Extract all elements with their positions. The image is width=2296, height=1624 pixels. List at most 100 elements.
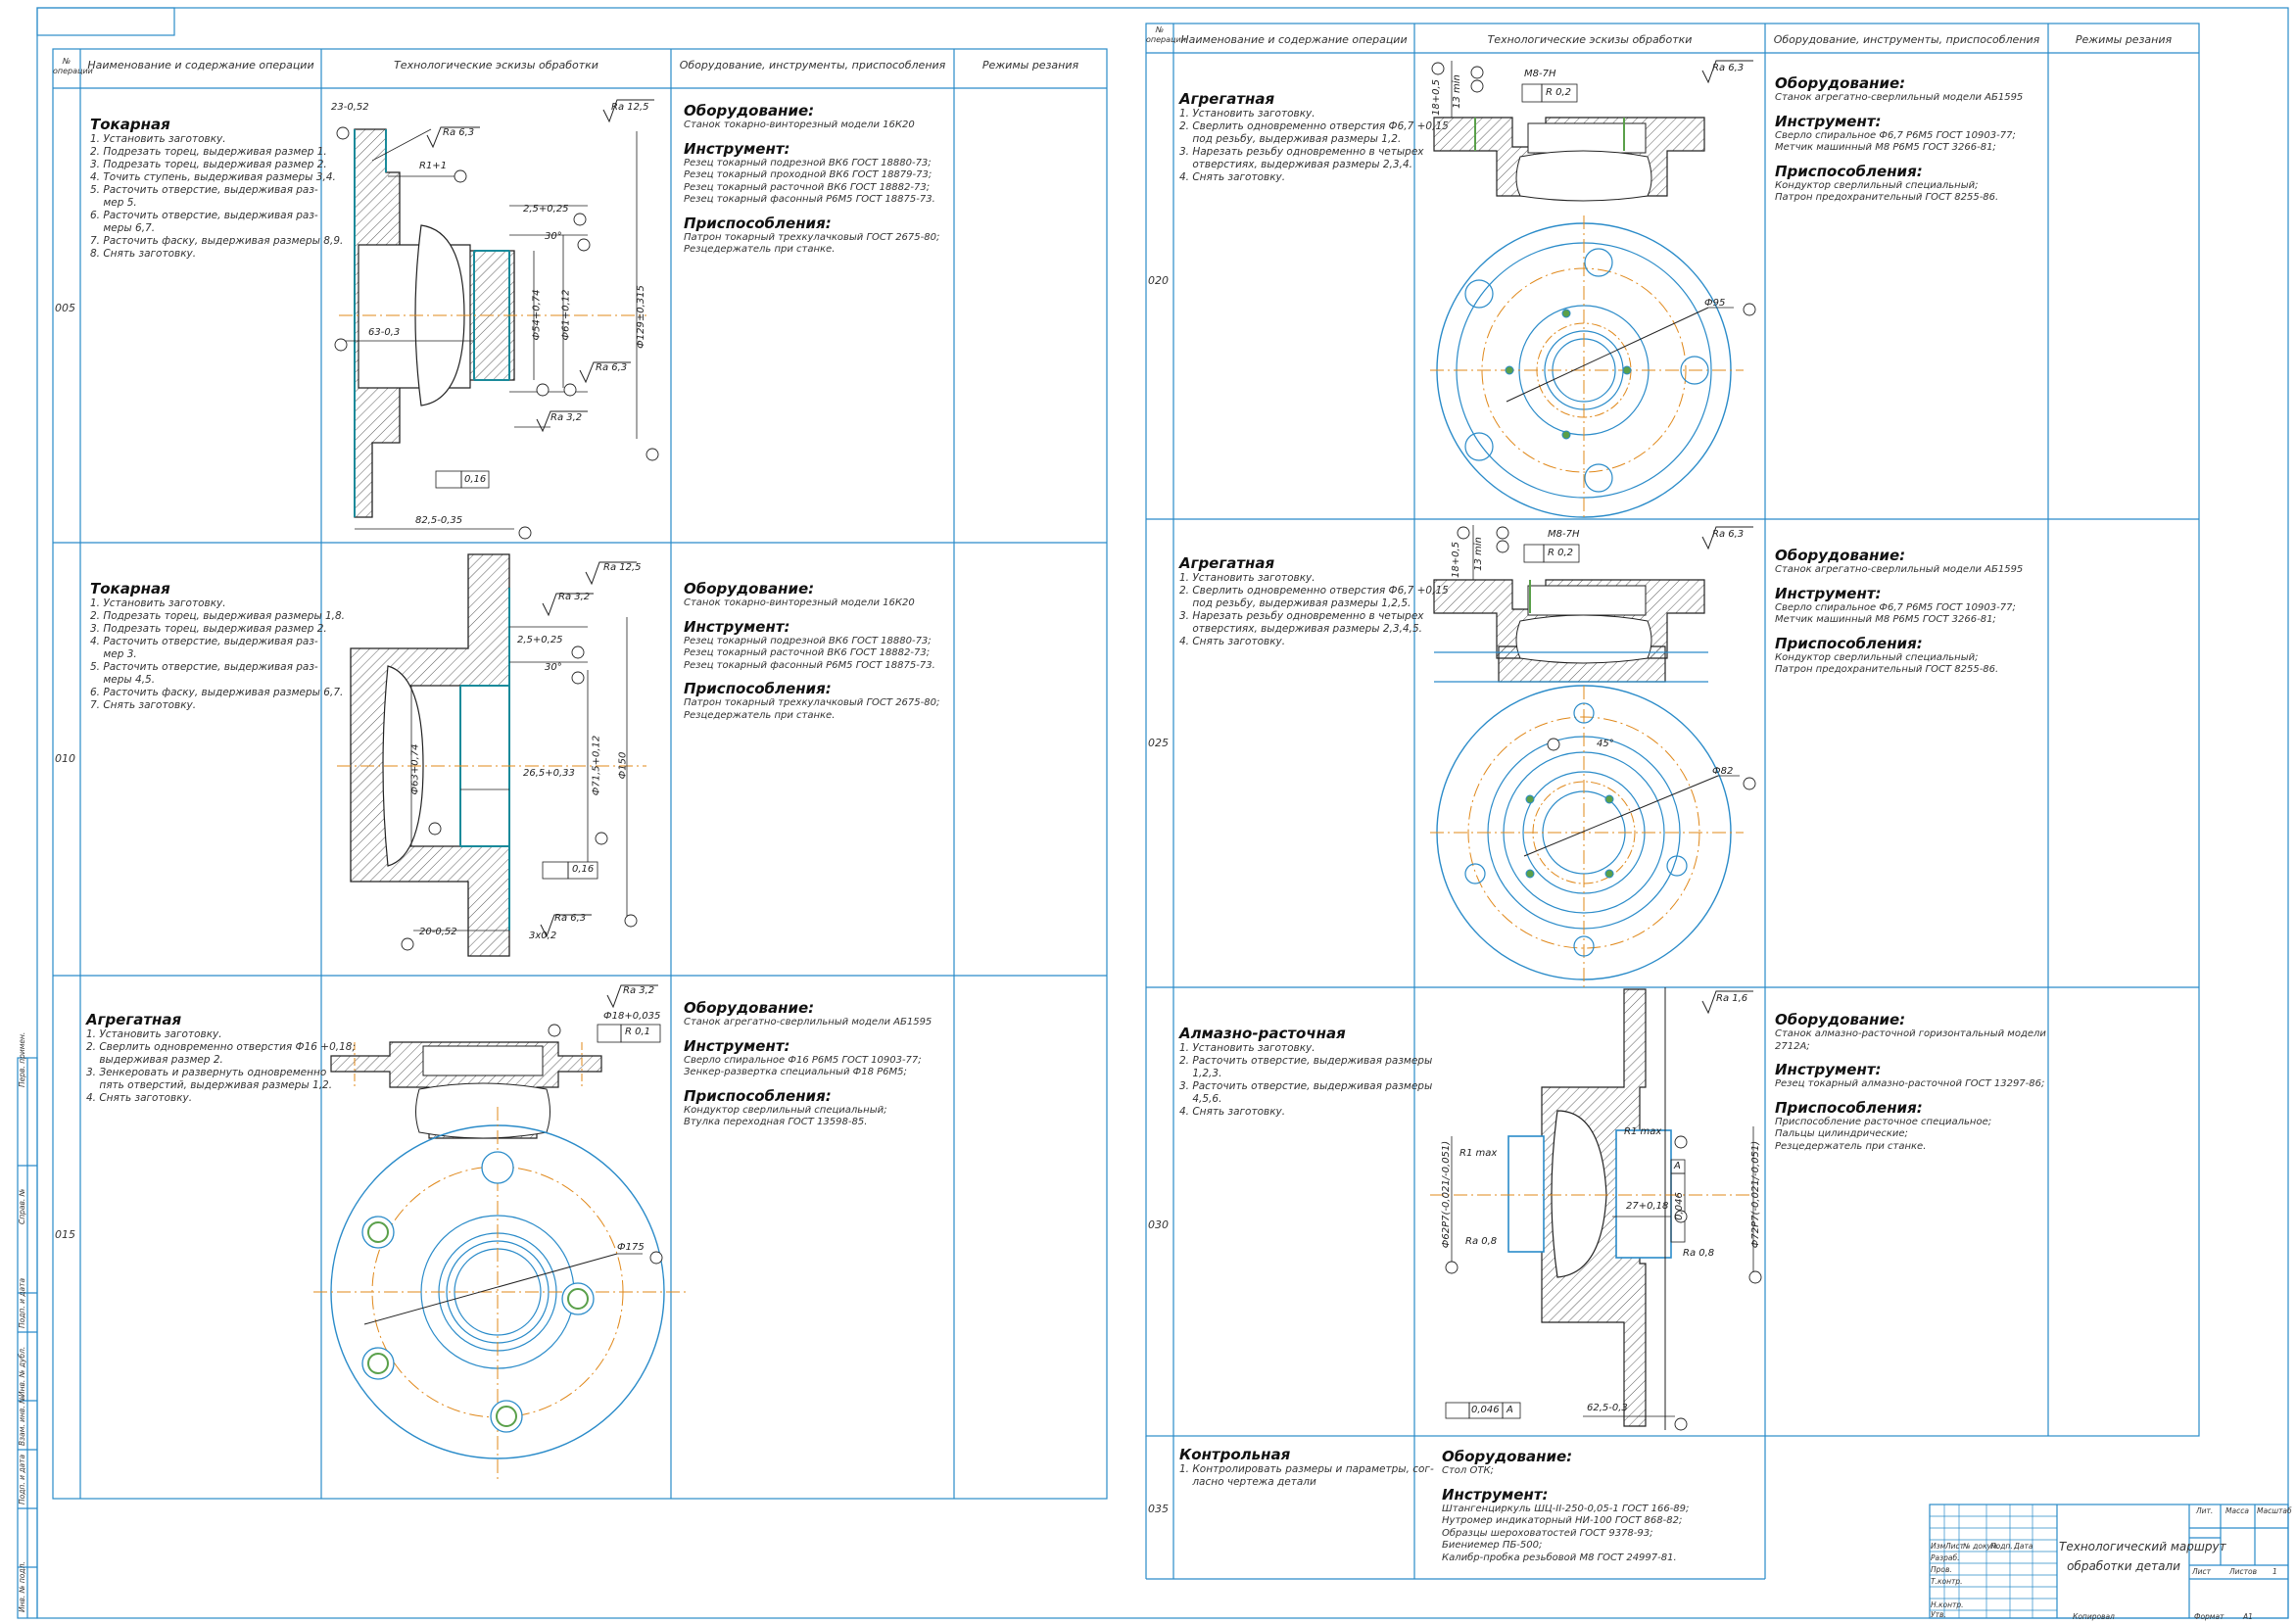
drawing-title-line1: Технологический маршрут (2059, 1540, 2226, 1553)
thread-label: М8-7Н (1548, 529, 1580, 540)
op-number: 020 (1148, 274, 1169, 287)
roughness-label: Ra 0,8 (1465, 1236, 1498, 1247)
op-step: 4. Снять заготовку. (86, 1092, 193, 1104)
tools-item: Резец токарный алмазно-расточной ГОСТ 13… (1775, 1078, 2045, 1089)
dimension-label: Ф61+0,12 (560, 289, 572, 341)
col-sketch-header: Технологические эскизы обработки (394, 59, 598, 72)
tb-role: Н.контр. (1931, 1600, 1964, 1609)
dimension-label: Ф95 (1704, 298, 1726, 309)
op-title: Токарная (90, 580, 170, 597)
col-name-header: Наименование и содержание операции (87, 59, 314, 72)
side-stamp-label: Взам. инв. № (18, 1396, 26, 1446)
fixtures-item: Резцедержатель при станке. (1775, 1140, 1927, 1152)
tools-item: Образцы шероховатостей ГОСТ 9378-93; (1442, 1527, 1653, 1539)
op-number: 015 (55, 1228, 75, 1241)
tb-hdr: № докум. (1963, 1542, 1999, 1551)
op-step: 3. Нарезать резьбу одновременно в четыре… (1179, 146, 1424, 158)
drawing-title-line2: обработки детали (2067, 1559, 2180, 1573)
op-number: 030 (1148, 1218, 1169, 1231)
op-step: 8. Снять заготовку. (90, 248, 197, 260)
op-step: меры 4,5. (90, 674, 156, 686)
side-stamp-label: Справ. № (18, 1188, 26, 1225)
op-step: под резьбу, выдерживая размеры 1,2. (1179, 133, 1402, 145)
fixtures-item: Кондуктор сверлильный специальный; (684, 1104, 887, 1116)
equipment-heading: Оборудование: (684, 580, 815, 597)
op-title: Токарная (90, 116, 170, 133)
op-step: 2. Подрезать торец, выдерживая размеры 1… (90, 610, 346, 622)
op-step: 3. Расточить отверстие, выдерживая разме… (1179, 1080, 1433, 1092)
dimension-label: Ф82 (1712, 766, 1734, 777)
equipment-heading: Оборудование: (684, 102, 815, 119)
equipment-item: Станок токарно-винторезный модели 16К20 (684, 597, 915, 608)
position-tolerance: R 0,1 (625, 1027, 651, 1037)
fixtures-item: Патрон токарный трехкулачковый ГОСТ 2675… (684, 231, 940, 243)
equipment-heading: Оборудование: (684, 999, 815, 1017)
dimension-label: Ф54+0,74 (531, 289, 543, 341)
sketch-030 (1430, 987, 1762, 1431)
tb-lit: Лит. (2196, 1506, 2214, 1515)
tools-item: Сверло спиральное Ф6,7 Р6М5 ГОСТ 10903-7… (1775, 129, 2016, 141)
dimension-label: 30° (545, 231, 562, 242)
dimension-label: Ф175 (617, 1242, 645, 1253)
tb-mass: Масса (2225, 1506, 2249, 1515)
tb-hdr: Подп. (1990, 1542, 2013, 1551)
tb-role: Пров. (1931, 1565, 1952, 1574)
tb-role: Разраб. (1931, 1553, 1960, 1562)
equipment-item: Станок алмазно-расточной горизонтальный … (1775, 1028, 2046, 1039)
op-step: 4. Снять заготовку. (1179, 171, 1286, 183)
sketch-015 (313, 984, 686, 1479)
tools-heading: Инструмент: (1442, 1485, 1549, 1504)
dimension-label: 23-0,52 (331, 102, 369, 113)
op-number: 010 (55, 752, 75, 765)
side-stamp-label: Перв. примен. (18, 1031, 26, 1087)
dimension-label: 63-0,3 (368, 327, 401, 338)
dimension-label: 2,5+0,25 (517, 635, 563, 645)
roughness-label: Ra 6,3 (596, 362, 628, 373)
tb-sheet: Лист (2192, 1567, 2212, 1576)
tools-item: Метчик машинный М8 Р6М5 ГОСТ 3266-81; (1775, 614, 1996, 625)
tb-hdr: Лист (1945, 1542, 1965, 1551)
sketch-005 (334, 99, 659, 540)
tb-sheets: Листов (2229, 1567, 2258, 1576)
equipment-item: Станок токарно-винторезный модели 16К20 (684, 119, 915, 130)
op-step: 6. Расточить отверстие, выдерживая раз- (90, 210, 318, 221)
tools-item: Резец токарный фасонный Р6М5 ГОСТ 18875-… (684, 659, 935, 671)
op-step: 4. Расточить отверстие, выдерживая раз- (90, 636, 318, 647)
op-step: 3. Подрезать торец, выдерживая размер 2. (90, 623, 327, 635)
position-tolerance: R 0,2 (1548, 548, 1574, 558)
fixtures-item: Патрон предохранительный ГОСТ 8255-86. (1775, 664, 1999, 675)
roughness-label: Ra 1,6 (1716, 993, 1748, 1004)
tools-item: Резец токарный подрезной ВК6 ГОСТ 18880-… (684, 157, 932, 168)
op-step: 3. Зенкеровать и развернуть одновременно (86, 1067, 327, 1078)
op-number: 005 (55, 302, 75, 314)
tools-item: Резец токарный фасонный Р6М5 ГОСТ 18875-… (684, 194, 935, 205)
op-step: 2. Сверлить одновременно отверстия Ф6,7 … (1179, 120, 1449, 132)
equipment-heading: Оборудование: (1775, 547, 1906, 564)
op-step: 7. Снять заготовку. (90, 699, 197, 711)
col-equip-header: Оборудование, инструменты, приспособлени… (679, 59, 946, 72)
fixtures-item: Пальцы цилиндрические; (1775, 1128, 1908, 1139)
runout-label: 0,046 (1471, 1405, 1500, 1415)
tools-heading: Инструмент: (1775, 112, 1882, 130)
tools-item: Биениемер ПБ-500; (1442, 1540, 1543, 1551)
dimension-label: 13 min (1472, 537, 1484, 571)
tools-item: Сверло спиральное Ф16 Р6М5 ГОСТ 10903-77… (684, 1054, 922, 1066)
dimension-label: Ф72Р7(-0,021/-0,051) (1750, 1140, 1762, 1249)
op-step: выдерживая размер 2. (86, 1054, 223, 1066)
op-step: 2. Сверлить одновременно отверстия Ф16 +… (86, 1041, 357, 1053)
runout-label: 0,046 (1673, 1192, 1685, 1220)
tools-item: Штангенциркуль ШЦ-II-250-0,05-1 ГОСТ 166… (1442, 1503, 1690, 1514)
datum-label: A (1674, 1161, 1681, 1171)
tools-item: Зенкер-развертка специальный Ф18 Р6М5; (684, 1067, 907, 1077)
op-step: 1. Установить заготовку. (90, 597, 226, 609)
tb-hdr: Дата (2014, 1542, 2033, 1551)
fixtures-item: Кондуктор сверлильный специальный; (1775, 651, 1979, 663)
equipment-block: Оборудование:Станок токарно-винторезный … (684, 572, 939, 722)
op-step: мер 3. (90, 648, 137, 660)
dimension-label: 13 min (1451, 74, 1462, 109)
equipment-block: Оборудование:Станок агрегатно-сверлильны… (1775, 539, 2023, 677)
tools-item: Резец токарный расточной ВК6 ГОСТ 18882-… (684, 647, 931, 658)
